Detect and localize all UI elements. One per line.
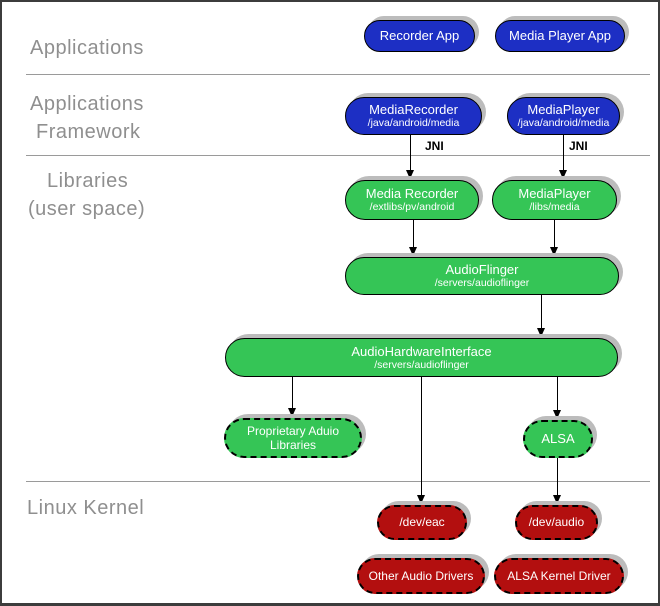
dev-eac-node: /dev/eac <box>377 505 467 540</box>
section-label-framework-line2: Framework <box>36 121 141 143</box>
mediaplayer-lib-path: /libs/media <box>529 201 580 214</box>
section-label-linux-kernel-text: Linux Kernel <box>27 497 145 519</box>
audio-hardware-interface-path: /servers/audioflinger <box>374 358 469 371</box>
jni-label-right: JNI <box>569 139 588 153</box>
arrow-line-recorder-to-audioflinger <box>413 220 414 248</box>
media-player-app-node: Media Player App <box>495 20 625 52</box>
separator-applications-framework <box>26 74 650 75</box>
arrow-head-ahi-to-alsa <box>553 410 561 419</box>
dev-audio-node: /dev/audio <box>515 505 598 540</box>
proprietary-audio-libraries-node: Proprietary Aduio Libraries <box>224 418 362 458</box>
arrow-head-recorder-to-audioflinger <box>409 247 417 256</box>
section-label-applications-framework: Applications Framework <box>30 90 144 146</box>
separator-framework-libraries <box>26 155 650 156</box>
arrow-head-ahi-to-proprietary <box>288 408 296 417</box>
proprietary-audio-libraries-line1: Proprietary Aduio <box>246 423 340 438</box>
arrow-head-alsa-to-dev-audio <box>553 495 561 504</box>
arrow-line-audioflinger-to-ahi <box>541 295 542 329</box>
audioflinger-path: /servers/audioflinger <box>434 277 530 290</box>
audioflinger-title: AudioFlinger <box>445 262 519 278</box>
mediarecorder-framework-node: MediaRecorder /java/android/media <box>345 97 482 135</box>
proprietary-audio-libraries-line2: Libraries <box>269 438 317 452</box>
media-recorder-lib-path: /extlibs/pv/android <box>369 201 455 214</box>
media-recorder-lib-node: Media Recorder /extlibs/pv/android <box>345 180 479 220</box>
recorder-app-label: Recorder App <box>379 28 460 44</box>
mediaplayer-framework-node: MediaPlayer /java/android/media <box>507 97 620 135</box>
dev-audio-label: /dev/audio <box>528 515 585 530</box>
recorder-app-node: Recorder App <box>364 20 475 52</box>
section-label-libraries-line1: Libraries <box>47 170 129 192</box>
audio-hardware-interface-title: AudioHardwareInterface <box>351 343 492 359</box>
arrow-line-ahi-to-proprietary <box>292 377 293 409</box>
other-audio-drivers-label: Other Audio Drivers <box>368 568 474 583</box>
alsa-kernel-driver-label: ALSA Kernel Driver <box>507 568 611 583</box>
arrow-line-ahi-to-dev-eac <box>421 377 422 496</box>
alsa-kernel-driver-node: ALSA Kernel Driver <box>494 558 624 594</box>
other-audio-drivers-node: Other Audio Drivers <box>357 558 485 594</box>
arrow-head-audioflinger-to-ahi <box>537 328 545 337</box>
section-label-libraries-line2: (user space) <box>28 198 146 220</box>
arrow-head-player-to-audioflinger <box>550 247 558 256</box>
arrow-head-ahi-to-dev-eac <box>417 495 425 504</box>
arrow-line-jni-right <box>563 135 564 171</box>
mediaplayer-lib-title: MediaPlayer <box>518 186 591 202</box>
arrow-line-player-to-audioflinger <box>554 220 555 248</box>
mediaplayer-lib-node: MediaPlayer /libs/media <box>492 180 617 220</box>
section-label-libraries: Libraries (user space) <box>28 167 145 223</box>
dev-eac-label: /dev/eac <box>399 515 445 530</box>
arrow-line-jni-left <box>410 135 411 171</box>
section-label-applications: Applications <box>30 34 144 62</box>
arrow-line-ahi-to-alsa <box>557 377 558 411</box>
mediarecorder-framework-title: MediaRecorder <box>369 102 458 118</box>
arrow-line-alsa-to-dev-audio <box>557 458 558 496</box>
media-player-app-label: Media Player App <box>509 28 611 44</box>
separator-libraries-kernel <box>26 481 650 482</box>
jni-label-left: JNI <box>425 139 444 153</box>
section-label-linux-kernel: Linux Kernel <box>27 494 144 522</box>
audio-hardware-interface-node: AudioHardwareInterface /servers/audiofli… <box>225 338 618 377</box>
section-label-applications-text: Applications <box>30 37 144 59</box>
audioflinger-node: AudioFlinger /servers/audioflinger <box>345 257 619 295</box>
media-recorder-lib-title: Media Recorder <box>365 186 459 202</box>
mediarecorder-framework-path: /java/android/media <box>367 117 460 130</box>
arrow-head-jni-left <box>406 170 414 179</box>
alsa-label: ALSA <box>541 431 575 447</box>
arrow-head-jni-right <box>559 170 567 179</box>
mediaplayer-framework-title: MediaPlayer <box>527 102 600 118</box>
section-label-framework-line1: Applications <box>30 93 144 115</box>
alsa-node: ALSA <box>523 420 593 458</box>
mediaplayer-framework-path: /java/android/media <box>517 117 610 130</box>
